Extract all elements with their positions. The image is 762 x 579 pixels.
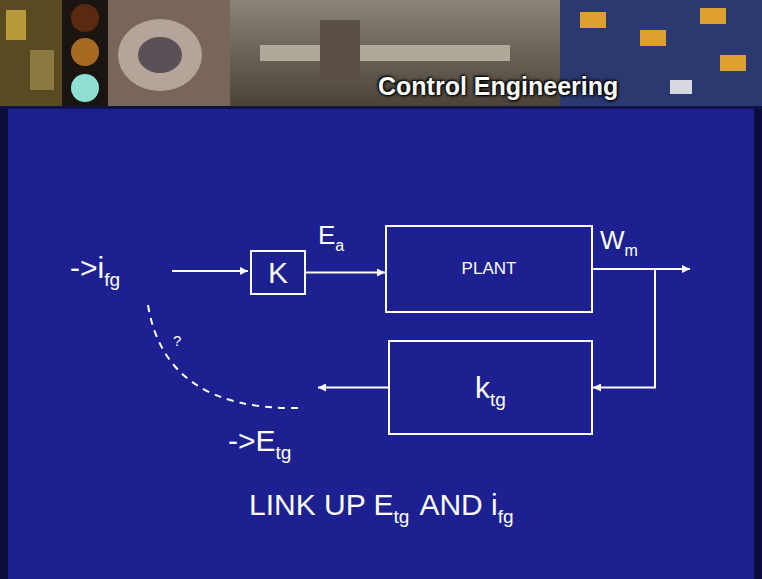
box-label: k xyxy=(475,371,490,404)
subscript: tg xyxy=(394,507,410,528)
subscript: tg xyxy=(490,390,506,411)
circuit-board xyxy=(720,55,746,71)
traffic-light xyxy=(62,0,108,108)
question-mark-row: ? xyxy=(173,333,181,350)
slide-note: LINK UP E xyxy=(249,488,394,521)
banner-photo xyxy=(138,37,182,73)
signal-name-row: Ea xyxy=(318,221,344,250)
traffic-light-lamp xyxy=(71,38,99,66)
traffic-light-lamp xyxy=(71,74,99,102)
node-text-row: PLANT xyxy=(462,260,517,279)
banner-photo xyxy=(118,19,202,91)
subscript: fg xyxy=(104,270,120,291)
box-label: K xyxy=(268,256,288,289)
banner-photo xyxy=(6,10,26,40)
frame xyxy=(754,109,762,579)
tachogenerator-box: ktg xyxy=(388,340,593,435)
question-mark: ? xyxy=(173,333,181,350)
signal-name: ->i xyxy=(70,251,104,284)
banner-photo xyxy=(260,45,510,61)
subscript: a xyxy=(335,237,344,255)
banner-edge xyxy=(0,106,762,109)
subscript: m xyxy=(625,242,638,260)
signal-name-row: ->ifg xyxy=(70,251,120,284)
signal-name: W xyxy=(600,226,625,255)
signal-arrow xyxy=(593,269,655,388)
feedback-output-arrow xyxy=(318,387,388,389)
frame xyxy=(0,109,8,579)
banner-photo xyxy=(30,50,54,90)
node-text-row: ktg xyxy=(475,371,506,404)
plant-box: PLANT xyxy=(385,225,593,313)
subscript: tg xyxy=(276,443,292,464)
banner-photo xyxy=(320,20,360,80)
signal-name-row: ->Etg xyxy=(228,424,291,457)
circuit-board xyxy=(640,30,666,46)
gain-box: K xyxy=(250,250,306,295)
slide-note: AND i xyxy=(419,488,497,521)
signal-name-row: Wm xyxy=(600,226,638,255)
banner-photo xyxy=(0,0,62,108)
subscript: fg xyxy=(498,507,514,528)
signal-arrow xyxy=(306,272,385,274)
circuit-board xyxy=(670,80,692,94)
banner xyxy=(0,0,762,108)
dashed-link xyxy=(148,305,298,408)
banner-photo xyxy=(108,0,230,108)
signal-name: ->E xyxy=(228,424,276,457)
banner-title: Control Engineering xyxy=(378,72,618,101)
input-arrow xyxy=(172,270,248,272)
box-label: PLANT xyxy=(462,260,517,279)
circuit-board xyxy=(700,8,726,24)
slide-note-row: LINK UP EtgAND ifg xyxy=(249,488,514,521)
signal-name: E xyxy=(318,221,335,250)
traffic-light-lamp xyxy=(71,4,99,32)
circuit-board xyxy=(580,12,606,28)
node-text-row: K xyxy=(268,256,288,289)
